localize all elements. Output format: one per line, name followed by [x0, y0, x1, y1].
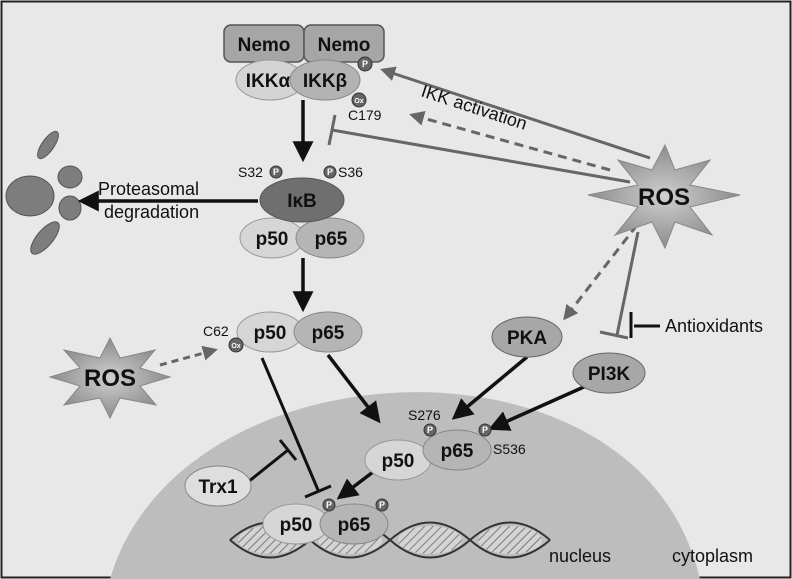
nemo-right-label: Nemo: [318, 35, 371, 56]
svg-text:Ox: Ox: [354, 98, 363, 105]
p65-dna-label: p65: [338, 515, 371, 536]
oxidation-icon: [351, 92, 367, 108]
degradation-label: degradation: [104, 202, 199, 222]
phospho-dna-icon-2: [375, 498, 389, 512]
phospho-s276-icon: [423, 423, 437, 437]
cytoplasm-label: cytoplasm: [672, 546, 753, 566]
nemo-right-box: [303, 24, 385, 63]
site-s536: S536: [493, 441, 526, 457]
ikk-activation-arrow: [380, 66, 651, 160]
phospho-dna-icon-1: [322, 498, 336, 512]
pka-shape: [491, 316, 563, 358]
svg-text:P: P: [482, 425, 488, 435]
phospho-icon: [357, 56, 373, 72]
ikb-label: IκB: [287, 191, 317, 212]
free-nfkb-dimer: p50 p65 Ox C62: [203, 311, 363, 353]
svg-text:P: P: [327, 167, 333, 177]
p50-ikb-label: p50: [256, 229, 289, 250]
ros-left-label: ROS: [84, 365, 136, 392]
p65-free-label: p65: [312, 323, 345, 344]
ros-pi3k-inhibition-line: [615, 231, 640, 336]
oxidation-c62-icon: [228, 337, 244, 353]
pka-to-s276-arrow: [451, 355, 529, 420]
translocation-arrow: [326, 353, 381, 424]
p65-ikb-label: p65: [315, 229, 348, 250]
ros-left-burst: ROS: [48, 336, 172, 420]
site-s276: S276: [408, 407, 441, 423]
p65-dna-shape: [319, 503, 389, 545]
svg-text:P: P: [362, 59, 368, 69]
antioxidants-label: Antioxidants: [665, 316, 763, 336]
ikb-complex: IκB p50 p65 P P S32 S36: [238, 164, 365, 259]
trx1-label: Trx1: [198, 477, 238, 498]
p50-oxidation-inhibition-line: [260, 357, 320, 491]
ikk-alpha-label: IKKα: [246, 71, 291, 92]
pi3k-label: PI3K: [588, 364, 631, 385]
dna-bound-nfkb-dimer: p50 p65 P P: [262, 498, 389, 545]
pi3k-shape: [572, 352, 646, 394]
site-s36: S36: [338, 164, 363, 180]
phospho-s32-icon: [269, 165, 283, 179]
ros-to-pka-arrow: [563, 224, 639, 321]
ros-right-burst: ROS: [587, 143, 741, 250]
p50-dna-label: p50: [280, 515, 313, 536]
ros-right-label: ROS: [638, 184, 690, 211]
ros-oxidation-c62-arrow: [159, 345, 218, 367]
proteasomal-label: Proteasomal: [98, 179, 199, 199]
trx1-inhibition-line: [247, 448, 289, 484]
degraded-protein-fragments: [5, 130, 83, 255]
site-c62: C62: [203, 323, 229, 339]
svg-text:P: P: [326, 500, 332, 510]
ros-oxidation-c179-arrow: [409, 110, 611, 172]
ikk-complex: Nemo Nemo IKKα IKKβ P Ox C179: [223, 24, 385, 123]
nuclear-nfkb-dimer: p50 p65 P P S276 S536: [364, 407, 526, 481]
pi3k-to-s536-arrow: [488, 384, 587, 431]
p50-free-label: p50: [254, 323, 287, 344]
site-c179: C179: [348, 107, 382, 123]
ros-ikk-inhibition-line: [331, 128, 631, 184]
svg-text:P: P: [379, 500, 385, 510]
pka-label: PKA: [507, 328, 547, 349]
svg-text:P: P: [273, 167, 279, 177]
ikk-beta-shape: [289, 59, 361, 101]
svg-text:P: P: [427, 425, 433, 435]
trx1-shape: [184, 465, 252, 507]
p50-nuc-label: p50: [382, 451, 415, 472]
p65-free-shape: [293, 311, 363, 353]
nemo-left-label: Nemo: [238, 35, 291, 56]
dna-binding-arrow: [336, 470, 375, 500]
svg-text:Ox: Ox: [231, 343, 240, 350]
ikk-beta-label: IKKβ: [303, 71, 347, 92]
p65-nuc-shape: [422, 429, 492, 471]
phospho-s536-icon: [478, 423, 492, 437]
ikb-shape: [259, 177, 345, 223]
phospho-s36-icon: [323, 165, 337, 179]
nucleus-label: nucleus: [549, 546, 611, 566]
site-s32: S32: [238, 164, 263, 180]
p65-nuc-label: p65: [441, 441, 474, 462]
p65-ikb-shape: [295, 217, 365, 259]
